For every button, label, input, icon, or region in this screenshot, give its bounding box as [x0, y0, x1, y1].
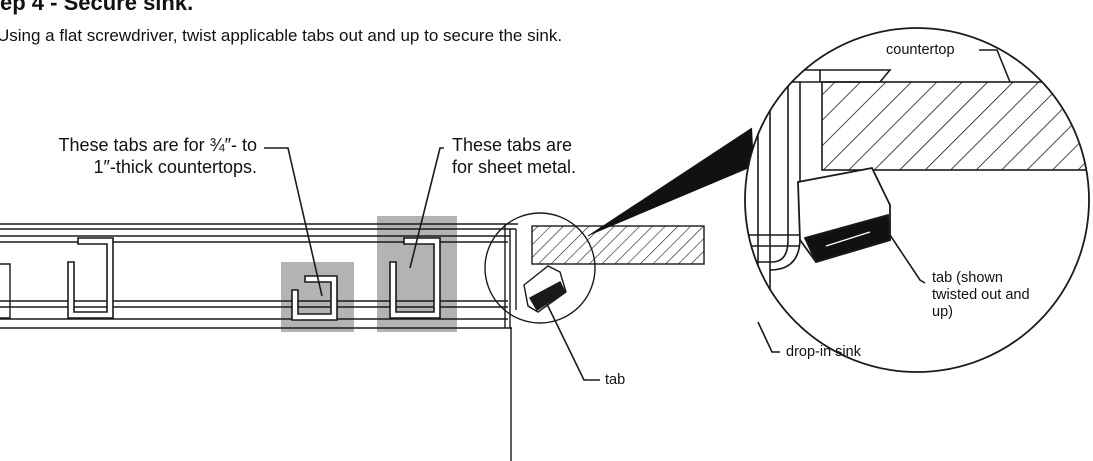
small-tab-shape [523, 265, 567, 313]
small-detail-circle [484, 212, 596, 324]
big-detail-content [745, 28, 1089, 372]
thick-tabs-label-line2: 1″-thick countertops. [93, 157, 257, 177]
tab-detail-line3: up) [932, 304, 953, 320]
big-detail-circle [744, 27, 1090, 373]
tab-detail-line2: twisted out and [932, 287, 1030, 303]
step-heading: Step 4 - Secure sink. [0, 0, 194, 15]
tab-shapes [67, 237, 441, 321]
leader-lines [264, 49, 1011, 381]
step-instruction: Using a flat screwdriver, twist applicab… [0, 26, 563, 45]
thick-tabs-label-line1: These tabs are for ¾″- to [58, 135, 257, 155]
drop-in-sink-label: drop-in sink [786, 344, 861, 360]
sheet-metal-label-line1: These tabs are [452, 135, 573, 155]
sheet-metal-label-line2: for sheet metal. [452, 157, 577, 177]
thick-tabs-label: These tabs are for ¾″- to 1″-thick count… [35, 134, 257, 178]
sheet-metal-tabs-label: These tabs are for sheet metal. [452, 134, 612, 178]
tab-detail-line1: tab (shown [932, 270, 1003, 286]
tab-detail-label: tab (shown twisted out and up) [932, 270, 1072, 321]
countertop-label: countertop [886, 42, 955, 58]
countertop-section [531, 225, 705, 265]
tab-label: tab [605, 372, 626, 388]
